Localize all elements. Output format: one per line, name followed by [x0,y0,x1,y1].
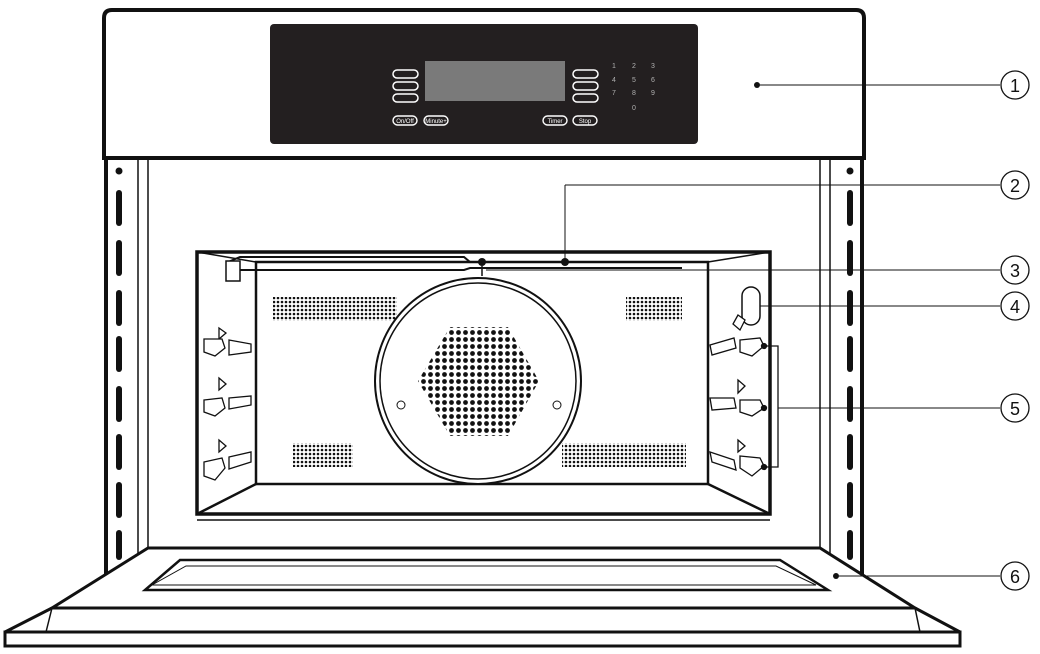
timer-button[interactable]: Timer [542,115,568,126]
svg-text:3: 3 [651,63,655,70]
callout-4: 4 [760,291,1030,321]
svg-text:9: 9 [651,90,655,97]
svg-text:Timer: Timer [547,119,562,125]
svg-text:On/Off: On/Off [396,119,414,125]
svg-text:5: 5 [632,77,636,84]
svg-text:4: 4 [612,77,616,84]
svg-text:5: 5 [1010,399,1020,419]
oven-door [3,546,962,648]
vent-top-right [626,297,682,321]
right-soft-keys[interactable] [572,69,599,103]
svg-text:2: 2 [1010,176,1020,196]
svg-text:4: 4 [1010,297,1020,317]
left-rack-supports [203,326,252,481]
vent-bottom-left [293,443,353,467]
svg-text:Stop: Stop [579,119,592,125]
svg-text:1: 1 [612,63,616,70]
control-panel: On/Off Minute+ Timer Stop 1 2 3 4 5 6 7 … [270,24,698,144]
heating-element [225,256,682,282]
svg-text:7: 7 [612,90,616,97]
vent-bottom-right [562,443,686,467]
svg-text:0: 0 [632,105,636,112]
left-frame-strip [104,156,862,600]
svg-text:2: 2 [632,63,636,70]
vent-top-left [273,297,397,321]
callout-1: 1 [754,70,1030,100]
right-rack-supports [709,314,779,477]
callout-5: 5 [778,393,1030,423]
on-off-button[interactable]: On/Off [392,115,418,126]
svg-text:1: 1 [1010,76,1020,96]
svg-text:6: 6 [651,77,655,84]
convection-fan-cover [374,277,582,485]
display-screen [425,61,565,101]
oven-cavity [195,250,779,521]
svg-text:Minute+: Minute+ [425,119,447,125]
left-soft-keys[interactable] [392,69,419,103]
right-frame-strip [819,158,864,600]
numeric-keypad[interactable]: 1 2 3 4 5 6 7 8 9 0 [612,63,655,112]
callout-3: 3 [486,255,1030,285]
svg-text:6: 6 [1010,567,1020,587]
stop-button[interactable]: Stop [572,115,598,126]
svg-text:3: 3 [1010,261,1020,281]
callout-6: 6 [833,561,1030,591]
minute-plus-button[interactable]: Minute+ [423,115,449,126]
callout-2: 2 [564,170,1030,262]
svg-text:8: 8 [632,90,636,97]
